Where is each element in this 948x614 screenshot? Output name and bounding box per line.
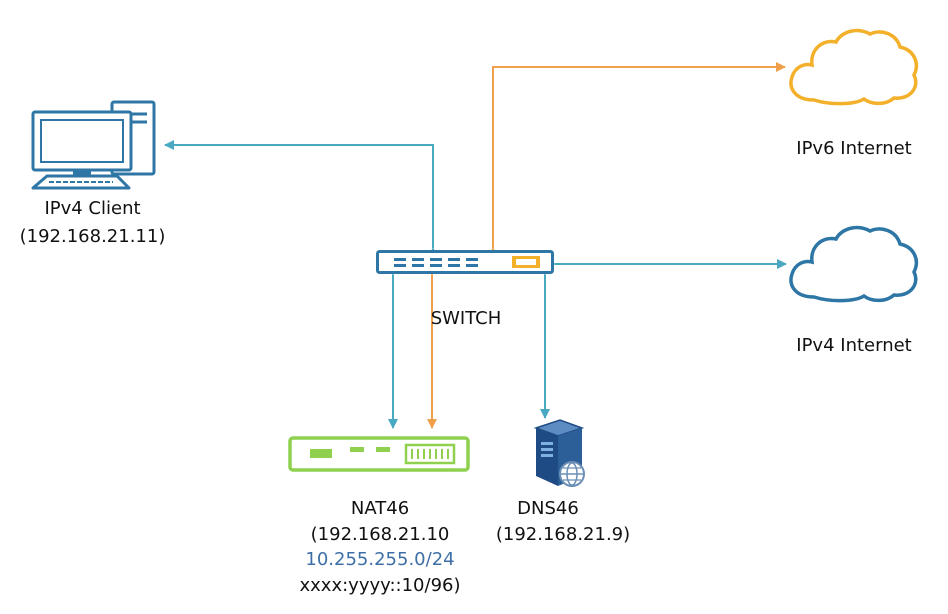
cloud-icon (789, 28, 919, 106)
network-switch-icon (376, 250, 554, 274)
nat46-address: (192.168.21.10 (310, 524, 450, 545)
switch-label: SWITCH (430, 308, 502, 329)
server-icon (533, 419, 585, 487)
link-switch-ipv6 (488, 62, 786, 257)
nat46-name: NAT46 (350, 498, 410, 519)
client-address: (192.168.21.11) (19, 226, 166, 247)
ipv6-internet-label: IPv6 Internet (796, 138, 912, 159)
router-icon (288, 436, 470, 472)
nat46-subnet: 10.255.255.0/24 (305, 549, 455, 570)
client-name: IPv4 Client (44, 198, 141, 219)
dns46-name: DNS46 (517, 498, 579, 519)
desktop-computer-icon (31, 100, 156, 190)
ipv4-internet-label: IPv4 Internet (796, 335, 912, 356)
cloud-icon (789, 225, 919, 303)
dns46-address: (192.168.21.9) (495, 524, 631, 545)
nat46-ipv6-prefix: xxxx:yyyy::10/96) (299, 575, 461, 596)
link-client-switch (164, 140, 438, 257)
